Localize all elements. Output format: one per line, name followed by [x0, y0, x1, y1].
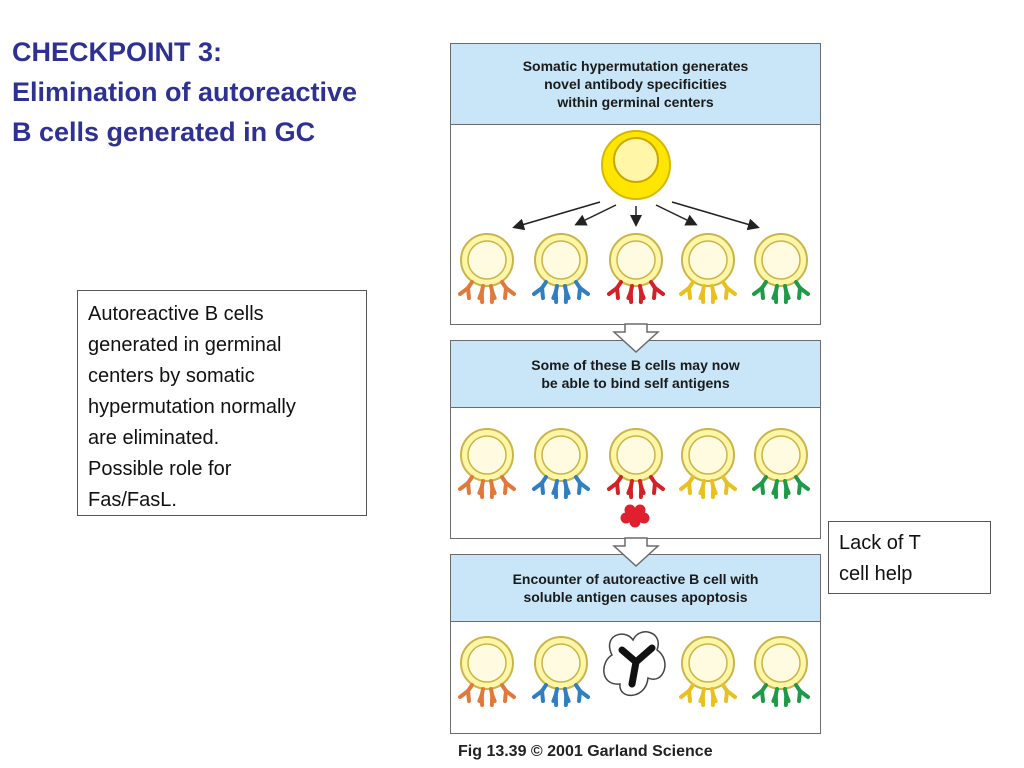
panel-heading: Somatic hypermutation generates novel an… — [451, 44, 820, 125]
title-line-2: Elimination of autoreactive — [12, 77, 358, 107]
note-line: Autoreactive B cells — [88, 303, 264, 325]
b-cell — [679, 428, 737, 499]
panel-heading: Encounter of autoreactive B cell with so… — [451, 555, 820, 622]
note-line: Possible role for — [88, 458, 232, 480]
note-line: are eliminated. — [88, 427, 220, 449]
side-note-line: cell help — [839, 563, 913, 585]
title-line-3: B cells generated in GC — [12, 117, 316, 147]
b-cell — [458, 233, 516, 304]
panel-heading-line: within germinal centers — [557, 94, 714, 110]
b-cell — [532, 636, 590, 707]
divergence-arrow — [512, 201, 601, 231]
b-cell — [532, 428, 590, 499]
transition-arrow — [612, 323, 660, 354]
apoptotic-cell — [603, 631, 666, 697]
note-line: Fas/FasL. — [88, 489, 177, 511]
divergence-arrow — [574, 204, 617, 226]
b-cell — [752, 636, 810, 707]
t-cell-help-box: Lack of T cell help — [828, 521, 991, 594]
b-cell — [752, 428, 810, 499]
panel-heading-line: Some of these B cells may now — [531, 357, 740, 373]
note-line: hypermutation normally — [88, 396, 296, 418]
slide-title: CHECKPOINT 3: Elimination of autoreactiv… — [12, 32, 452, 152]
note-line: generated in germinal — [88, 334, 282, 356]
note-line: centers by somatic — [88, 365, 255, 387]
divergence-arrow — [671, 201, 760, 231]
b-cell — [607, 428, 665, 499]
panel-heading-line: be able to bind self antigens — [541, 375, 730, 391]
panel-heading-line: Encounter of autoreactive B cell with — [512, 571, 759, 587]
b-cell — [679, 233, 737, 304]
b-cell — [607, 233, 665, 304]
parent-b-cell — [601, 130, 671, 200]
panel-heading-line: novel antibody specificities — [544, 76, 727, 92]
figure-credit: Fig 13.39 © 2001 Garland Science — [458, 743, 713, 760]
side-note-line: Lack of T — [839, 532, 921, 554]
b-cell — [532, 233, 590, 304]
divergence-arrow — [655, 204, 698, 226]
b-cell — [679, 636, 737, 707]
panel-heading-line: Somatic hypermutation generates — [522, 58, 749, 74]
self-antigen — [620, 504, 650, 528]
b-cell — [458, 428, 516, 499]
b-cell — [458, 636, 516, 707]
panel-heading-line: soluble antigen causes apoptosis — [523, 589, 748, 605]
title-line-1: CHECKPOINT 3: — [12, 37, 223, 67]
explanation-box: Autoreactive B cells generated in germin… — [77, 290, 367, 516]
b-cell — [752, 233, 810, 304]
transition-arrow — [612, 537, 660, 568]
